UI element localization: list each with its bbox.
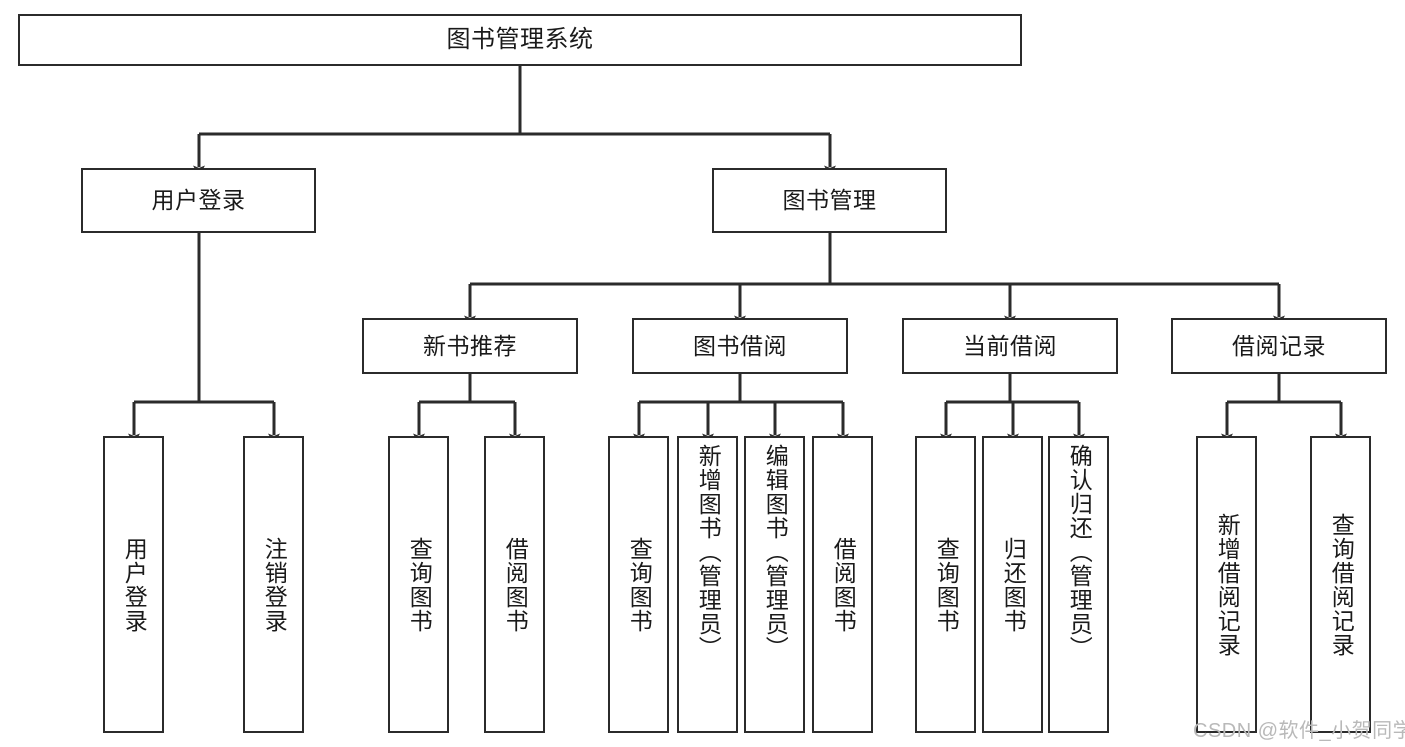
- leaf-borrow-book[interactable]: 借阅图书: [812, 436, 873, 733]
- leaf-logout-login-label: 注销登录: [261, 536, 288, 633]
- leaf-query-book-current-label: 查询图书: [933, 536, 960, 633]
- node-book-manage[interactable]: 图书管理: [712, 168, 947, 233]
- leaf-add-book-admin[interactable]: 新增图书（管理员）: [677, 436, 738, 733]
- leaf-borrow-book-recommend-label: 借阅图书: [502, 536, 529, 633]
- node-current-borrow-label: 当前借阅: [963, 332, 1057, 359]
- node-book-borrow[interactable]: 图书借阅: [632, 318, 848, 374]
- leaf-query-book-borrow[interactable]: 查询图书: [608, 436, 669, 733]
- node-borrow-record-label: 借阅记录: [1232, 332, 1326, 359]
- node-user-login-label: 用户登录: [151, 187, 246, 214]
- node-book-manage-label: 图书管理: [782, 187, 877, 214]
- leaf-query-borrow-record[interactable]: 查询借阅记录: [1310, 436, 1371, 733]
- leaf-confirm-return-admin[interactable]: 确认归还（管理员）: [1048, 436, 1109, 733]
- leaf-edit-book-admin[interactable]: 编辑图书（管理员）: [744, 436, 805, 733]
- leaf-user-login[interactable]: 用户登录: [103, 436, 164, 733]
- leaf-query-book-recommend-label: 查询图书: [406, 536, 433, 633]
- node-current-borrow[interactable]: 当前借阅: [902, 318, 1118, 374]
- leaf-user-login-label: 用户登录: [121, 536, 148, 633]
- leaf-confirm-return-admin-label: 确认归还（管理员）: [1066, 444, 1093, 660]
- csdn-watermark: CSDN @软件_小贺同学: [1193, 720, 1405, 742]
- leaf-return-book[interactable]: 归还图书: [982, 436, 1043, 733]
- node-new-book-recommend[interactable]: 新书推荐: [362, 318, 578, 374]
- node-new-book-recommend-label: 新书推荐: [423, 332, 517, 359]
- leaf-query-borrow-record-label: 查询借阅记录: [1328, 512, 1355, 657]
- leaf-add-borrow-record-label: 新增借阅记录: [1214, 512, 1241, 657]
- leaf-edit-book-admin-label: 编辑图书（管理员）: [762, 444, 789, 660]
- leaf-query-book-recommend[interactable]: 查询图书: [388, 436, 449, 733]
- node-book-borrow-label: 图书借阅: [693, 332, 787, 359]
- leaf-return-book-label: 归还图书: [1000, 536, 1027, 633]
- leaf-borrow-book-recommend[interactable]: 借阅图书: [484, 436, 545, 733]
- leaf-logout-login[interactable]: 注销登录: [243, 436, 304, 733]
- node-root-label: 图书管理系统: [446, 26, 594, 54]
- leaf-query-book-borrow-label: 查询图书: [626, 536, 653, 633]
- node-user-login[interactable]: 用户登录: [81, 168, 316, 233]
- leaf-add-borrow-record[interactable]: 新增借阅记录: [1196, 436, 1257, 733]
- leaf-borrow-book-label: 借阅图书: [830, 536, 857, 633]
- node-borrow-record[interactable]: 借阅记录: [1171, 318, 1387, 374]
- leaf-query-book-current[interactable]: 查询图书: [915, 436, 976, 733]
- node-root[interactable]: 图书管理系统: [18, 14, 1022, 66]
- leaf-add-book-admin-label: 新增图书（管理员）: [695, 444, 722, 660]
